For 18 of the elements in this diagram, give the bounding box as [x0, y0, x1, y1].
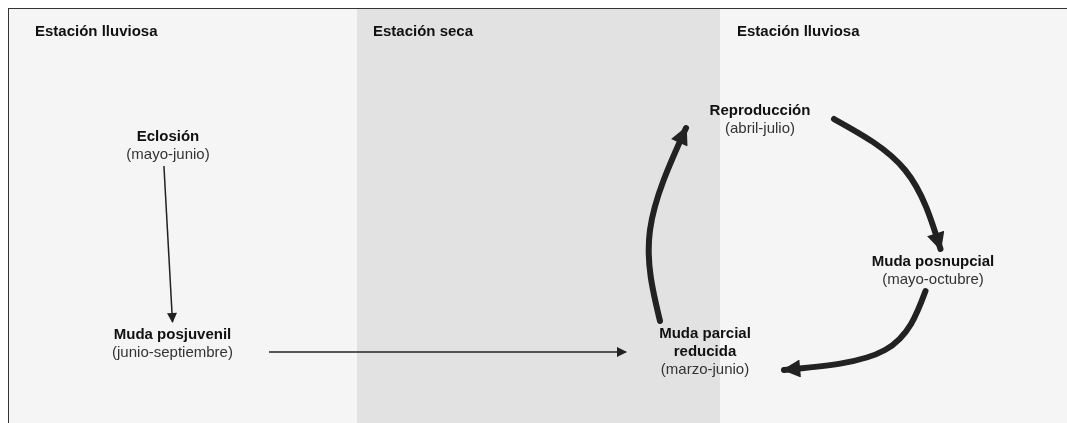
stage-name: Muda parcial reducida: [658, 324, 752, 360]
stage-name: Muda posjuvenil: [112, 325, 233, 343]
arrow: [163, 165, 177, 323]
stage-name: Muda posnupcial: [870, 252, 996, 270]
season-heading: Estación seca: [373, 22, 474, 39]
season-heading: Estación lluviosa: [35, 22, 158, 39]
stage-dates: (marzo-junio): [659, 360, 751, 378]
season-heading: Estación lluviosa: [737, 22, 860, 39]
arrow: [831, 116, 945, 252]
stage-dates: (mayo-junio): [125, 145, 211, 163]
arrow: [645, 125, 689, 324]
stage-dates: (junio-septiembre): [111, 343, 234, 361]
arrow: [268, 347, 627, 357]
stage-dates: (mayo-octubre): [881, 270, 985, 288]
stage-dates: (abril-julio): [724, 119, 796, 137]
arrow: [781, 288, 929, 378]
stage-name: Eclosión: [135, 127, 201, 145]
stage-name: Reproducción: [708, 101, 812, 119]
